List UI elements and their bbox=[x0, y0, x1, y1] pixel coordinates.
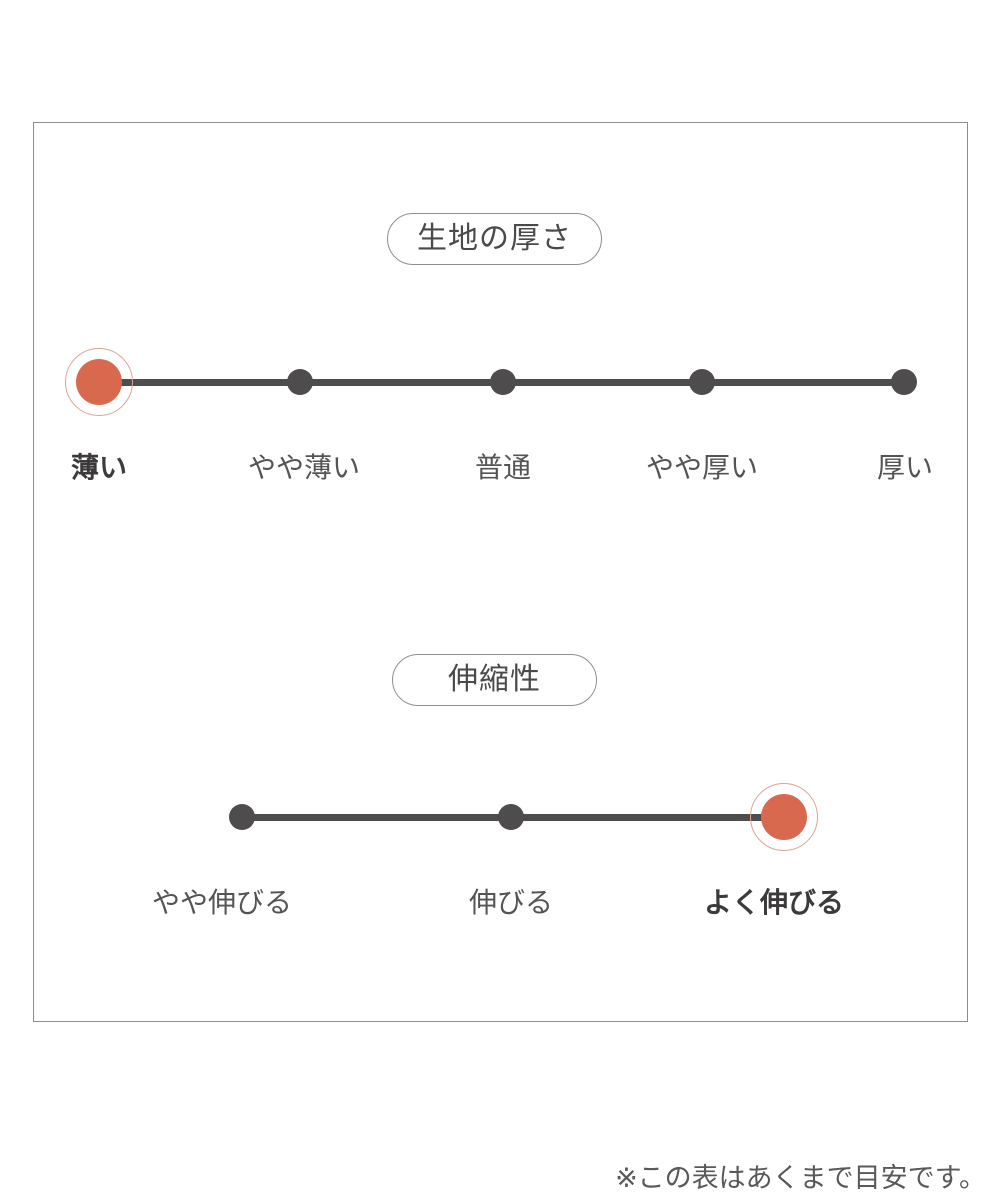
section-heading-stretch: 伸縮性 bbox=[392, 654, 597, 706]
scale-node-stretch-1[interactable] bbox=[498, 804, 524, 830]
scale-node-thickness-4[interactable] bbox=[891, 369, 917, 395]
scale-label-stretch-0: やや伸びる bbox=[151, 887, 293, 918]
section-heading-stretch-label: 伸縮性 bbox=[448, 663, 541, 696]
active-node-halo-thickness bbox=[65, 348, 133, 416]
scale-node-thickness-2[interactable] bbox=[490, 369, 516, 395]
footnote-disclaimer: ※この表はあくまで目安です。 bbox=[615, 1163, 986, 1193]
scale-node-thickness-3[interactable] bbox=[689, 369, 715, 395]
scale-node-stretch-0[interactable] bbox=[229, 804, 255, 830]
spec-table-frame: 生地の厚さ 薄い やや薄い 普通 やや厚い 厚い 伸縮性 やや伸びる 伸びる よ… bbox=[33, 122, 968, 1022]
scale-node-thickness-0[interactable] bbox=[76, 359, 122, 405]
scale-label-stretch-1: 伸びる bbox=[468, 887, 554, 918]
scale-thickness: 薄い やや薄い 普通 やや厚い 厚い bbox=[34, 348, 969, 499]
active-node-halo-stretch bbox=[750, 783, 818, 851]
scale-label-thickness-4: 厚い bbox=[876, 452, 934, 483]
section-heading-thickness: 生地の厚さ bbox=[387, 213, 602, 265]
scale-label-thickness-0: 薄い bbox=[70, 452, 128, 483]
section-heading-thickness-label: 生地の厚さ bbox=[417, 222, 572, 255]
scale-label-thickness-3: やや厚い bbox=[645, 452, 759, 483]
scale-label-thickness-1: やや薄い bbox=[247, 452, 361, 483]
scale-node-stretch-2[interactable] bbox=[761, 794, 807, 840]
scale-stretch: やや伸びる 伸びる よく伸びる bbox=[34, 783, 969, 934]
scale-node-thickness-1[interactable] bbox=[287, 369, 313, 395]
scale-label-thickness-2: 普通 bbox=[474, 452, 532, 483]
scale-label-stretch-2: よく伸びる bbox=[703, 887, 845, 918]
